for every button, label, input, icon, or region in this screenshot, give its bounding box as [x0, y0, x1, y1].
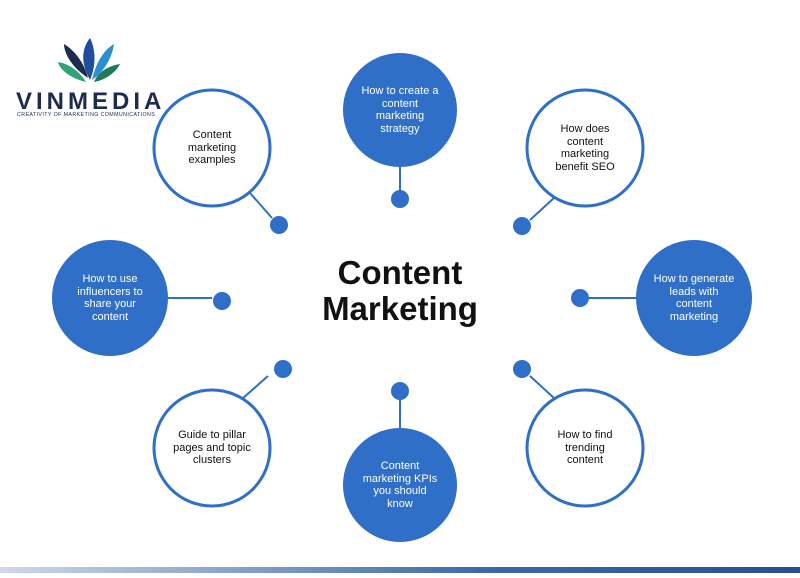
- topic-circle: [52, 240, 168, 356]
- topic-label: Content marketing examples: [187, 129, 237, 167]
- topic-circle: [636, 240, 752, 356]
- topic-label: How to generate leads with content marke…: [653, 273, 735, 323]
- topic-label: How to create a content marketing strate…: [361, 85, 439, 135]
- bottom-divider: [0, 567, 800, 573]
- connector-dot: [513, 360, 531, 378]
- topic-circle: [343, 53, 457, 167]
- connector-dot: [270, 216, 288, 234]
- logo-tagline: CREATIVITY OF MARKETING COMMUNICATIONS: [17, 112, 156, 118]
- connector-dot: [391, 382, 409, 400]
- connector-dot: [274, 360, 292, 378]
- topic-circle: [343, 428, 457, 542]
- connector-line: [249, 192, 273, 219]
- connector-line: [529, 375, 556, 400]
- topic-label: Content marketing KPIs you should know: [362, 460, 438, 510]
- connector-line: [529, 196, 556, 221]
- topic-label: How to use influencers to share your con…: [77, 273, 143, 323]
- topic-circle: [152, 88, 272, 208]
- connector-dot: [571, 289, 589, 307]
- logo-leaves-icon: [58, 38, 120, 82]
- connector-dot: [213, 292, 231, 310]
- connector-dot: [391, 190, 409, 208]
- topic-label: Guide to pillar pages and topic clusters: [173, 429, 251, 467]
- topic-circle: [152, 388, 272, 508]
- logo-wordmark: VINMEDIA: [16, 88, 166, 115]
- topic-label: How to find trending content: [557, 429, 613, 467]
- connector-line: [241, 375, 269, 400]
- topic-circle: [525, 388, 645, 508]
- connector-dot: [513, 217, 531, 235]
- topic-circle: [525, 88, 645, 208]
- topic-label: How does content marketing benefit SEO: [555, 123, 615, 173]
- diagram-title: Content Marketing: [322, 254, 478, 327]
